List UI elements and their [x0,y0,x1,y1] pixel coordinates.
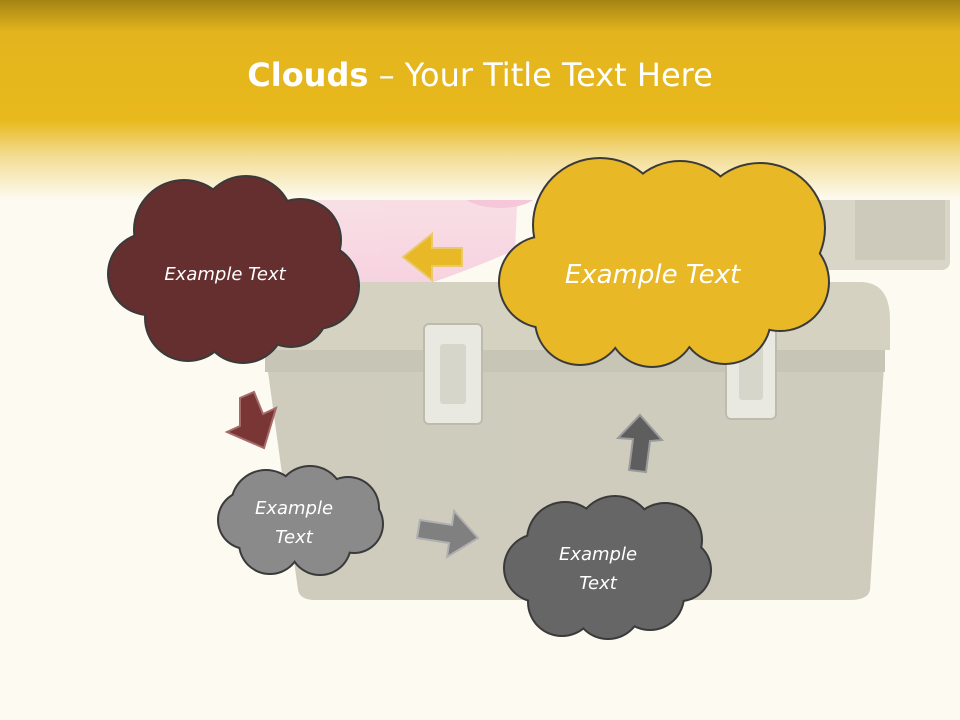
title-bold: Clouds [247,56,369,94]
title-rest: Your Title Text Here [404,56,713,94]
cloud-example-dark-grey [503,495,712,640]
header-band [0,0,960,200]
arrow-right-icon [415,508,480,559]
cloud-example-dark-red [107,175,360,364]
title-separator: – [368,56,405,94]
slide-title: Clouds – Your Title Text Here [0,52,960,98]
cloud-label-dark-red: Example Text [164,264,286,285]
cloud-example-grey [217,465,384,576]
arrow-down-left-icon [224,390,278,450]
arrow-up-icon [615,413,665,474]
cloud-label-dark-grey: Example Text [558,544,638,594]
arrow-left-icon [401,231,463,283]
cloud-example-gold [498,157,830,368]
cloud-label-grey: Example Text [254,498,334,548]
cloud-label-gold: Example Text [564,260,741,290]
